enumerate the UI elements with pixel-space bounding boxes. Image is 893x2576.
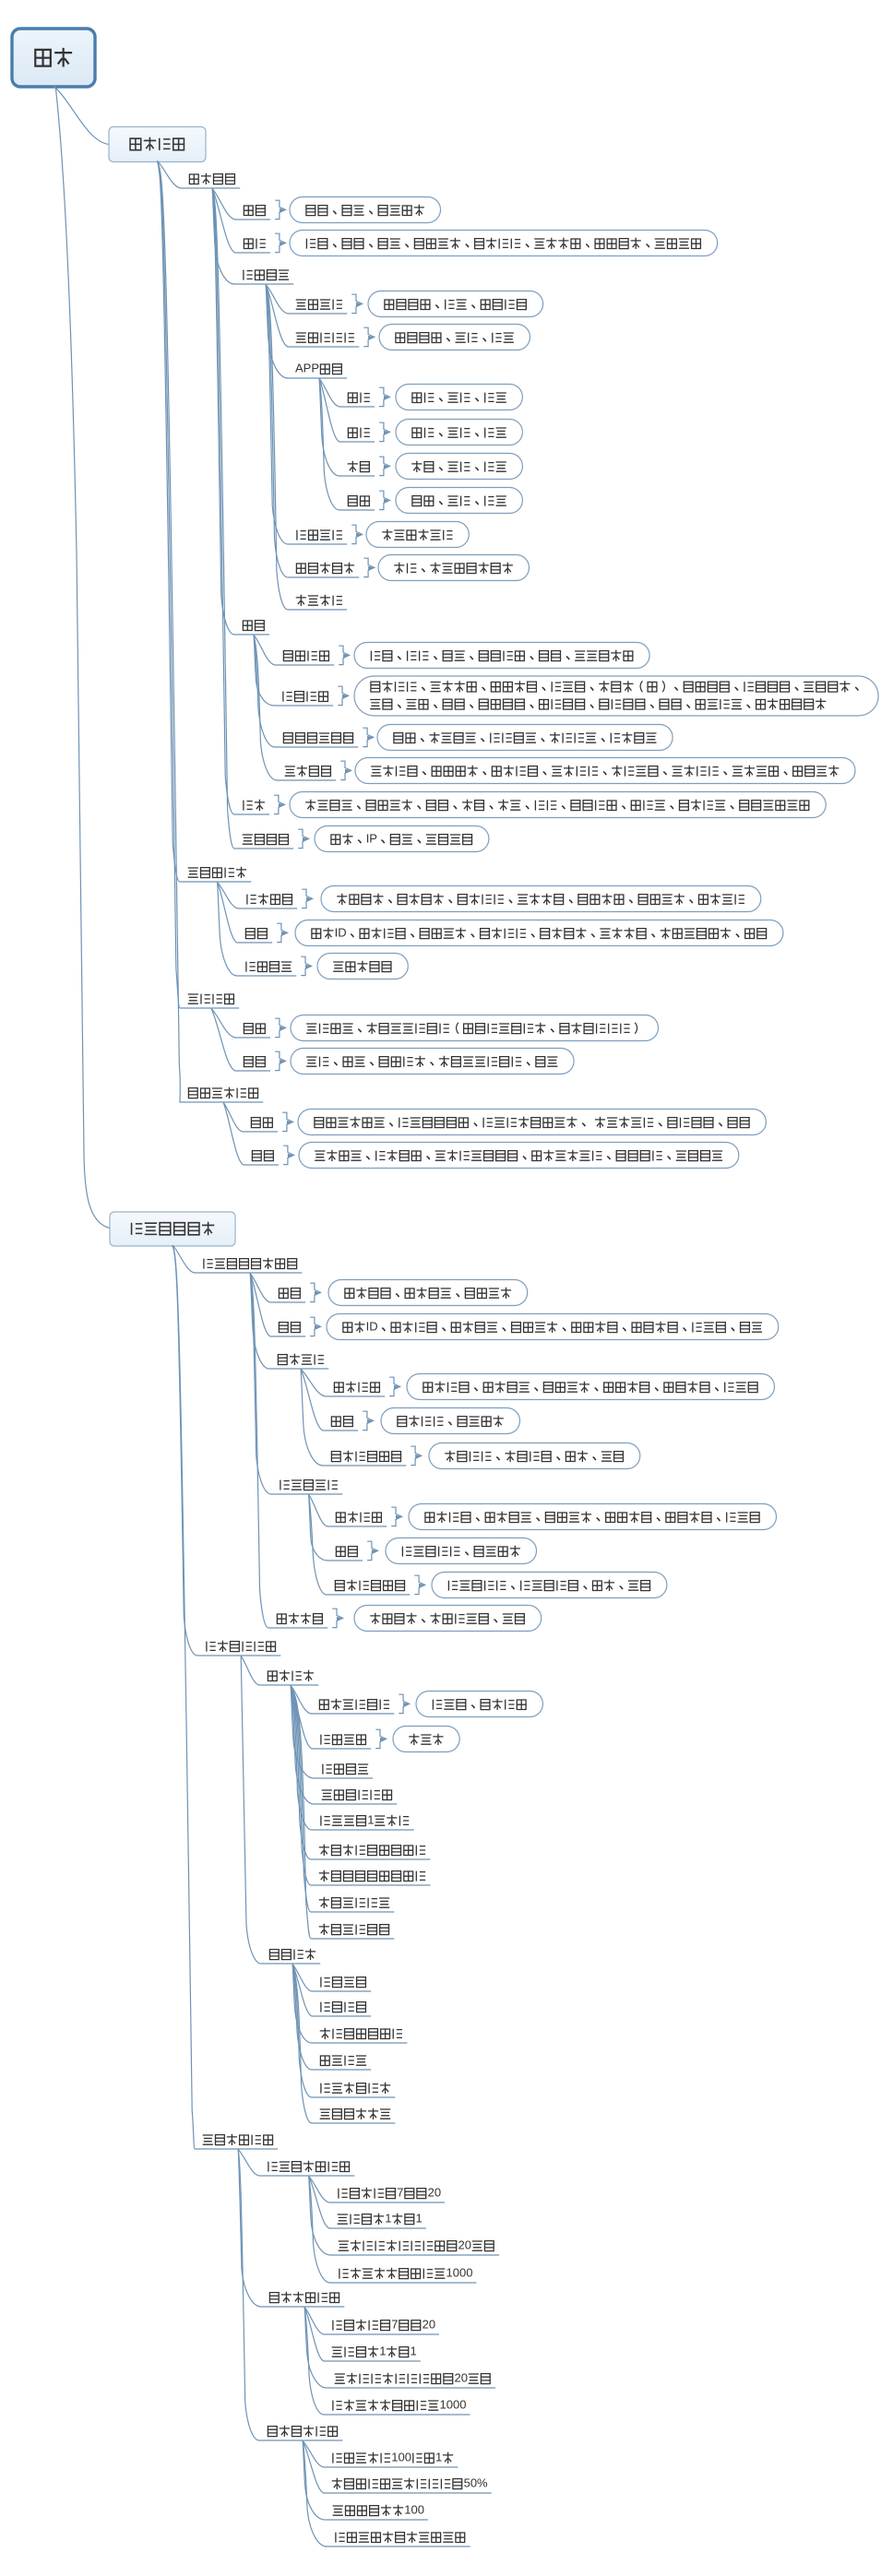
svg-text:1: 1 [385,2212,391,2226]
svg-text:20: 20 [423,2318,435,2332]
svg-text:1000: 1000 [440,2398,467,2412]
svg-text:APP: APP [295,362,319,375]
svg-text:7: 7 [397,2186,403,2200]
svg-text:ID: ID [366,1320,378,1334]
svg-text:1: 1 [435,2451,442,2464]
svg-text:1: 1 [367,1813,374,1827]
svg-text:1: 1 [416,2212,423,2226]
svg-text:100: 100 [404,2503,424,2517]
svg-text:ID: ID [335,926,347,940]
svg-text:1: 1 [379,2345,386,2358]
svg-text:7: 7 [391,2318,398,2332]
svg-text:IP: IP [366,832,377,846]
svg-text:20: 20 [458,2238,471,2252]
svg-text:20: 20 [455,2371,468,2385]
svg-text:1000: 1000 [446,2266,473,2280]
svg-text:50%: 50% [464,2476,488,2490]
svg-text:1: 1 [411,2345,417,2358]
svg-text:20: 20 [428,2186,441,2200]
svg-text:100: 100 [391,2451,411,2464]
